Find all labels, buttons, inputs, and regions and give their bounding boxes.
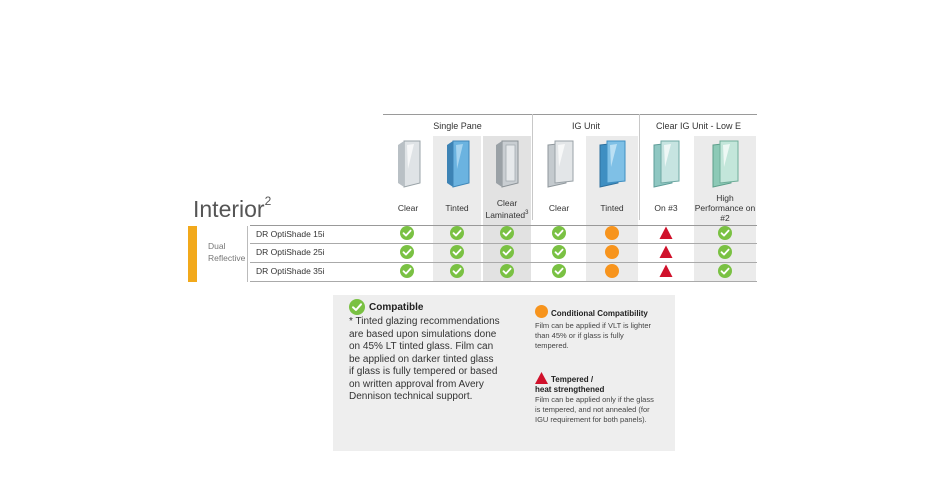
check-icon bbox=[500, 245, 514, 259]
group-label: Clear IG Unit - Low E bbox=[655, 121, 742, 131]
table-row bbox=[250, 225, 757, 243]
group-divider bbox=[639, 114, 640, 220]
lowe-on3-glass-icon bbox=[653, 140, 680, 188]
orange-dot-icon bbox=[535, 304, 548, 318]
lowe-highperf-glass-icon bbox=[712, 140, 739, 188]
legend-conditional-text: Film can be applied if VLT is lighter th… bbox=[535, 321, 652, 350]
legend-tempered-text: Film can be applied only if the glass is… bbox=[535, 395, 654, 424]
group-header-low-e: Clear IG Unit - Low E bbox=[640, 114, 757, 137]
check-icon bbox=[400, 264, 414, 278]
category-accent-bar bbox=[188, 226, 197, 282]
column-label: Clear Laminated3 bbox=[485, 198, 529, 220]
single-clear-glass-icon bbox=[398, 140, 421, 188]
single-tinted-glass-icon bbox=[447, 140, 470, 188]
single-laminated-glass-icon bbox=[496, 140, 519, 188]
check-icon bbox=[450, 245, 464, 259]
group-header-single-pane: Single Pane bbox=[383, 114, 532, 137]
group-divider bbox=[532, 114, 533, 220]
orange-dot-icon bbox=[605, 226, 619, 240]
check-icon bbox=[552, 245, 566, 259]
check-icon bbox=[349, 299, 365, 315]
ig-clear-glass-icon bbox=[547, 140, 574, 188]
check-icon bbox=[400, 245, 414, 259]
category-label: Dual Reflective bbox=[208, 241, 246, 263]
warning-triangle-icon bbox=[535, 372, 548, 384]
page-title: Interior2 bbox=[193, 194, 272, 222]
row-label: DR OptiShade 35i bbox=[256, 266, 325, 276]
column-label: Clear bbox=[548, 203, 570, 213]
legend-tempered: Tempered / heat strengthened Film can be… bbox=[535, 372, 665, 425]
table-row bbox=[250, 262, 757, 280]
legend-compatible: Compatible * Tinted glazing recommendati… bbox=[349, 299, 529, 404]
column-label: On #3 bbox=[654, 203, 678, 213]
table-row bbox=[250, 243, 757, 261]
legend-compatible-text: * Tinted glazing recommendations are bas… bbox=[349, 316, 500, 402]
group-label: IG Unit bbox=[571, 121, 600, 131]
ig-tinted-glass-icon bbox=[599, 140, 626, 188]
check-icon bbox=[400, 226, 414, 240]
check-icon bbox=[718, 264, 732, 278]
legend-panel: Compatible * Tinted glazing recommendati… bbox=[333, 295, 675, 451]
check-icon bbox=[552, 264, 566, 278]
column-label: Clear bbox=[397, 203, 419, 213]
check-icon bbox=[500, 264, 514, 278]
row-label: DR OptiShade 25i bbox=[256, 247, 325, 257]
legend-conditional: Conditional Compatibility Film can be ap… bbox=[535, 303, 665, 351]
group-label: Single Pane bbox=[433, 121, 482, 131]
check-icon bbox=[450, 226, 464, 240]
orange-dot-icon bbox=[605, 264, 619, 278]
row-label: DR OptiShade 15i bbox=[256, 229, 325, 239]
warning-triangle-icon bbox=[659, 264, 673, 277]
check-icon bbox=[718, 226, 732, 240]
category-divider bbox=[247, 226, 248, 282]
check-icon bbox=[450, 264, 464, 278]
warning-triangle-icon bbox=[659, 245, 673, 258]
warning-triangle-icon bbox=[659, 226, 673, 239]
group-header-ig-unit: IG Unit bbox=[533, 114, 639, 137]
column-label: Tinted bbox=[600, 203, 624, 213]
check-icon bbox=[718, 245, 732, 259]
table-bottom-rule bbox=[250, 281, 757, 282]
check-icon bbox=[552, 226, 566, 240]
column-label: Tinted bbox=[445, 203, 469, 213]
check-icon bbox=[500, 226, 514, 240]
column-label: High Performance on #2 bbox=[694, 193, 756, 223]
orange-dot-icon bbox=[605, 245, 619, 259]
